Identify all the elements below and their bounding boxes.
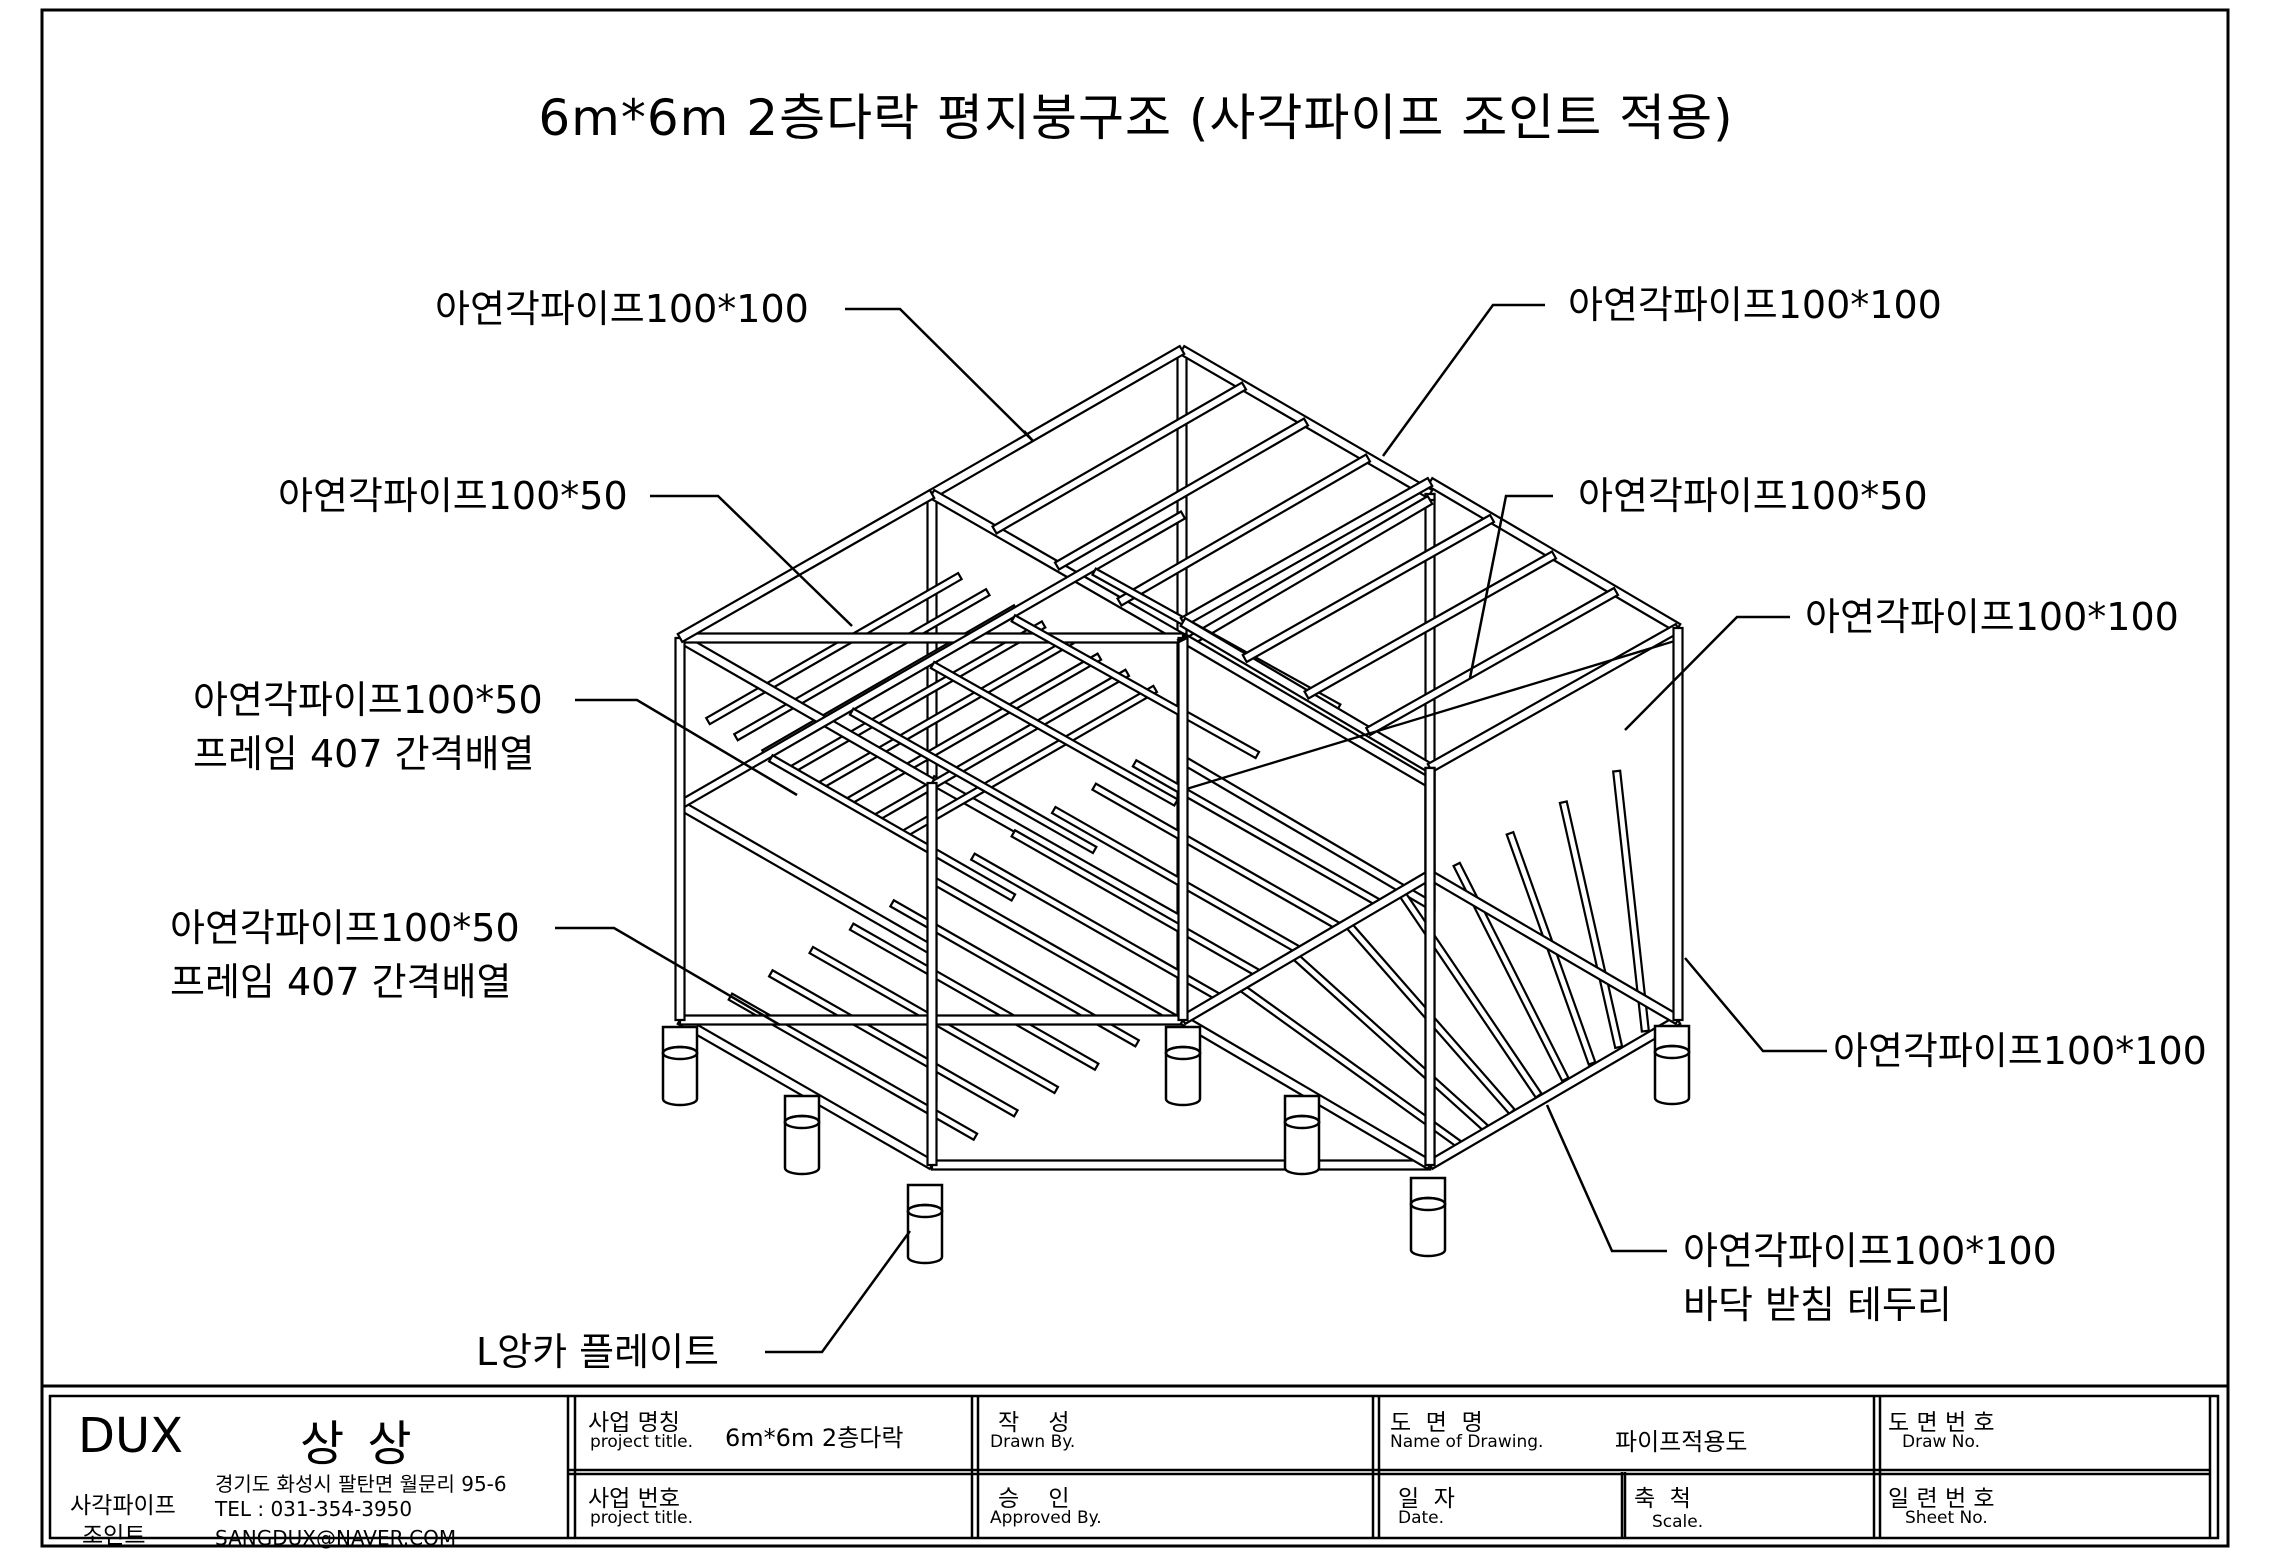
callout-right-beam: 아연각파이프100*100 xyxy=(1805,595,2179,639)
company-sub-1: 사각파이프 xyxy=(70,1493,176,1519)
project-name-label-en: project title. xyxy=(590,1432,694,1452)
scale-label-en: Scale. xyxy=(1652,1512,1704,1532)
drawing-name-label-en: Name of Drawing. xyxy=(1390,1432,1544,1452)
approved-by-label: 승 인 xyxy=(998,1486,1070,1512)
drawing-no-label: 도 면 번 호 xyxy=(1888,1410,1995,1436)
callout-right-post: 아연각파이프100*100 xyxy=(1833,1029,2207,1073)
callout-lower-frame: 아연각파이프100*50 프레임 407 간격배열 xyxy=(170,906,520,1004)
company-logo-text: DUX xyxy=(78,1408,183,1464)
drawing-name-value: 파이프적용도 xyxy=(1615,1428,1748,1456)
project-no-label-en: project title. xyxy=(590,1508,694,1528)
scale-label: 축 척 xyxy=(1634,1486,1691,1512)
drawing-name-label: 도 면 명 xyxy=(1390,1410,1483,1436)
date-label: 일 자 xyxy=(1398,1486,1455,1512)
company-sub-2: 조인트 xyxy=(82,1523,146,1549)
callout-upper-joist-right: 아연각파이프100*50 xyxy=(1578,474,1928,518)
project-name-label: 사업 명칭 xyxy=(588,1410,680,1436)
l-anchor-footings xyxy=(661,1024,1691,1265)
page-title: 6m*6m 2층다락 평지붕구조 (사각파이프 조인트 적용) xyxy=(538,89,1734,147)
callout-upper-joist-left: 아연각파이프100*50 xyxy=(278,474,628,518)
approved-by-label-en: Approved By. xyxy=(990,1508,1102,1528)
date-label-en: Date. xyxy=(1398,1508,1445,1528)
drawing-no-label-en: Draw No. xyxy=(1902,1432,1981,1452)
title-block-grid xyxy=(42,1384,2228,1540)
drawn-by-label: 작 성 xyxy=(998,1410,1070,1436)
project-no-label: 사업 번호 xyxy=(588,1486,680,1512)
company-name: 상 상 xyxy=(300,1416,416,1472)
callout-base-rim: 아연각파이프100*100 바닥 받침 테두리 xyxy=(1683,1229,2057,1327)
pipe-frame xyxy=(674,344,1684,1171)
project-name-value: 6m*6m 2층다락 xyxy=(725,1424,904,1452)
sheet-border xyxy=(40,8,2230,1548)
company-address: 경기도 화성시 팔탄면 월문리 95-6 xyxy=(215,1472,507,1496)
callout-mid-frame: 아연각파이프100*50 프레임 407 간격배열 xyxy=(193,678,543,776)
callout-top-right-beam: 아연각파이프100*100 xyxy=(1568,283,1942,327)
callout-top-left-beam: 아연각파이프100*100 xyxy=(435,287,809,331)
drawn-by-label-en: Drawn By. xyxy=(990,1432,1076,1452)
leader-lines xyxy=(555,303,1827,1354)
callout-anchor-plate: L앙카 플레이트 xyxy=(476,1330,720,1374)
sheet-no-label: 일 련 번 호 xyxy=(1888,1486,1995,1512)
sheet-no-label-en: Sheet No. xyxy=(1905,1508,1988,1528)
company-email: SANGDUX@NAVER.COM xyxy=(215,1526,457,1550)
company-tel: TEL : 031-354-3950 xyxy=(215,1497,413,1521)
